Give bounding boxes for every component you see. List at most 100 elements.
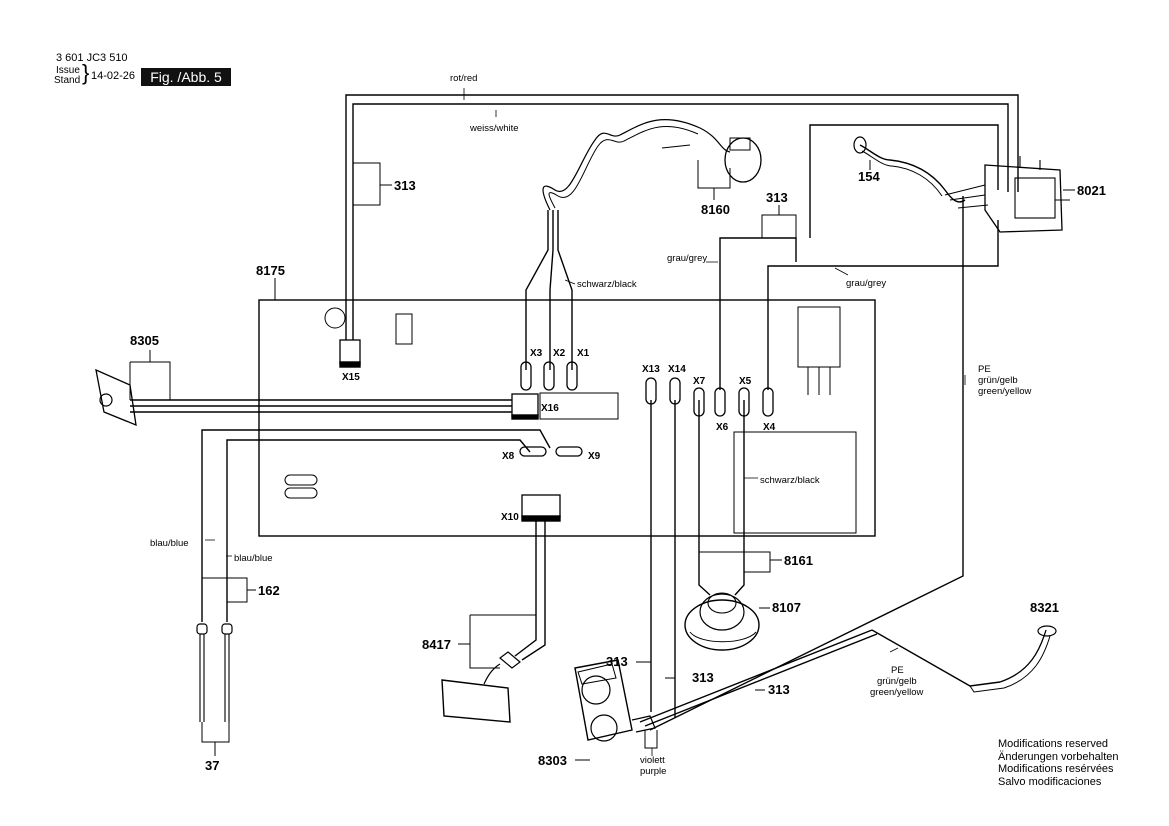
wire-blue-2: [226, 439, 531, 622]
label-x9: X9: [588, 451, 601, 462]
connector-x5-body: [738, 387, 750, 417]
label-x13: X13: [642, 364, 660, 375]
connector-x15-body: [339, 339, 361, 365]
label-x8: X8: [502, 451, 515, 462]
wire-x7-motor: [698, 400, 711, 596]
relay-component: [797, 306, 841, 368]
part-8021-switch: [984, 164, 1063, 233]
board-component-box-2: [733, 431, 857, 534]
wire-8417-1: [514, 521, 537, 657]
connector-x16-body: [511, 393, 539, 417]
label-8160: 8160: [701, 202, 730, 217]
label-pe-right-2: grün/gelb: [978, 375, 1018, 386]
label-8303: 8303: [538, 753, 567, 768]
note-line: Änderungen vorbehalten: [998, 750, 1119, 763]
label-x16: X16: [541, 403, 559, 414]
label-wire-grey-right: grau/grey: [846, 278, 886, 289]
label-8161: 8161: [784, 553, 813, 568]
wire-grey-right: [767, 220, 999, 390]
label-313-d: 313: [692, 670, 714, 685]
connector-x4-body: [762, 387, 774, 417]
label-wire-grey-left: grau/grey: [667, 253, 707, 264]
connector-x2-body: [543, 361, 555, 391]
connector-x1-body: [566, 361, 578, 391]
label-violet-2: purple: [640, 766, 666, 777]
cable-8160: [542, 119, 731, 211]
wire-x3: [525, 210, 549, 370]
part-8321-lug: [1037, 625, 1057, 637]
wire-pe-right: [649, 196, 964, 731]
label-154: 154: [858, 169, 880, 184]
modifications-notes: Modifications reserved Änderungen vorbeh…: [998, 738, 1118, 788]
label-313-c: 313: [606, 654, 628, 669]
part-8303-socket: [574, 659, 633, 741]
note-line: Modifications resérvées: [998, 763, 1114, 775]
wire-8417-2: [521, 521, 546, 661]
label-pe-bottom-2: grün/gelb: [877, 676, 917, 687]
wire-313-diag-1: [639, 629, 873, 723]
label-8107: 8107: [772, 600, 801, 615]
connector-x6-body: [714, 387, 726, 417]
connector-x8-body: [519, 446, 547, 457]
wire-grey-left: [719, 237, 797, 390]
stand-label: Stand: [54, 75, 81, 86]
issue-brace: }: [82, 60, 90, 85]
connector-x3-body: [520, 361, 532, 391]
label-x15: X15: [342, 372, 360, 383]
issue-label: Issue: [56, 65, 80, 76]
label-x6: X6: [716, 422, 729, 433]
wire-313-diag-2: [644, 633, 878, 727]
part-8305: [95, 368, 137, 427]
connector-x7-body: [693, 387, 705, 417]
label-8021: 8021: [1077, 183, 1106, 198]
board-pads: [284, 474, 318, 499]
part-8107-motor: [684, 599, 760, 651]
label-x1: X1: [577, 348, 590, 359]
label-wire-white: weiss/white: [469, 123, 519, 134]
label-x14: X14: [668, 364, 686, 375]
label-wire-blue-2: blau/blue: [234, 553, 273, 564]
label-x4: X4: [763, 422, 776, 433]
label-x3: X3: [530, 348, 543, 359]
wire-x5-motor: [734, 400, 745, 596]
cable-154: [859, 144, 966, 203]
label-wire-black-mid: schwarz/black: [760, 475, 820, 486]
connector-x13-body: [645, 377, 657, 405]
figure-label: Fig. /Abb. 5: [141, 68, 231, 86]
part-37-pins: [199, 634, 230, 722]
board-capacitor: [324, 307, 346, 329]
wire-x1: [557, 210, 573, 370]
label-313-b: 313: [766, 190, 788, 205]
label-313-a: 313: [394, 178, 416, 193]
label-wire-red: rot/red: [450, 73, 477, 84]
label-x7: X7: [693, 376, 706, 387]
connector-x9-body: [555, 446, 583, 457]
note-line: Modifications reserved: [998, 738, 1109, 750]
label-162: 162: [258, 583, 280, 598]
label-313-e: 313: [768, 682, 790, 697]
label-x2: X2: [553, 348, 566, 359]
label-x5: X5: [739, 376, 752, 387]
label-8305: 8305: [130, 333, 159, 348]
label-x10: X10: [501, 512, 519, 523]
main-board-outline: [258, 299, 876, 537]
document-number: 3 601 JC3 510: [56, 52, 128, 64]
callout-313-a: [353, 162, 381, 206]
wire-blue-1: [201, 429, 551, 622]
issue-date: 14-02-26: [91, 70, 136, 82]
label-pe-right-3: green/yellow: [978, 386, 1031, 397]
connector-x14-body: [669, 377, 681, 405]
wire-x2: [549, 210, 554, 370]
label-8175: 8175: [256, 263, 285, 278]
note-line: Salvo modificaciones: [998, 775, 1102, 788]
label-violet-1: violett: [640, 755, 665, 766]
label-8417: 8417: [422, 637, 451, 652]
label-pe-right-1: PE: [978, 364, 991, 375]
board-component-box: [539, 392, 619, 420]
part-8417: [441, 679, 511, 723]
label-wire-blue-1: blau/blue: [150, 538, 189, 549]
board-fuse: [395, 313, 413, 345]
label-37: 37: [205, 758, 219, 773]
connector-x10-body: [521, 494, 561, 518]
